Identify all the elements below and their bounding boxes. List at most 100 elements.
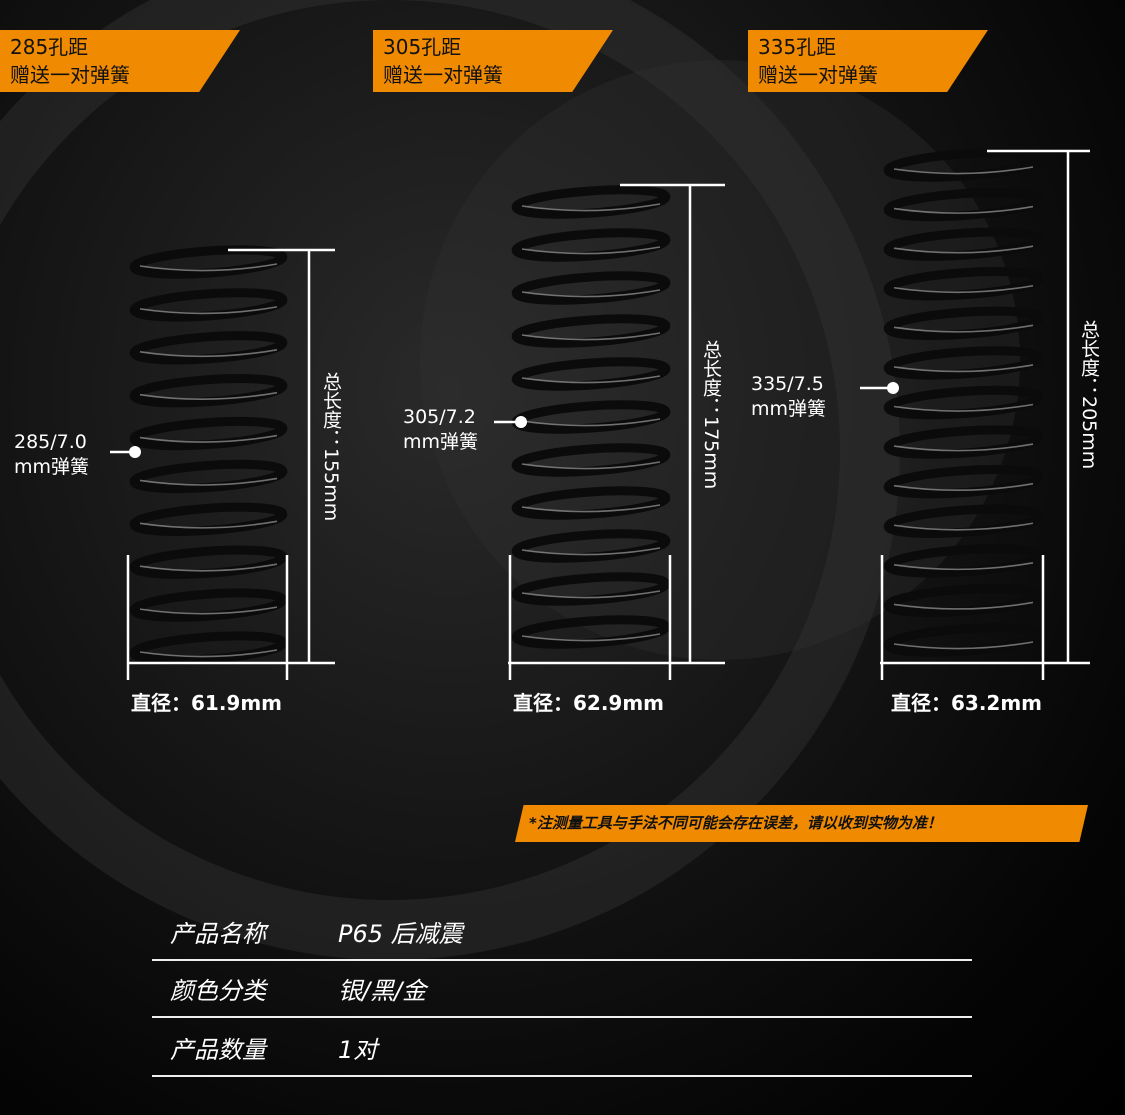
spring-coil	[883, 148, 1044, 182]
spring-coil	[511, 400, 671, 434]
spec-label: 产品名称	[170, 920, 266, 948]
spring-coil-highlight	[521, 418, 661, 427]
spring-coil-highlight	[139, 348, 278, 358]
spec-value: P65 后减震	[338, 920, 463, 948]
spec-row: 产品名称 P65 后减震	[152, 902, 972, 961]
spring-coil	[129, 416, 288, 451]
banner-title: 285孔距	[10, 35, 89, 59]
spring-coil	[883, 504, 1044, 538]
spring-coil-highlight	[139, 306, 278, 315]
spring-coil	[129, 331, 288, 365]
spec-value: 银/黑/金	[338, 977, 427, 1005]
spring-coil	[511, 357, 671, 391]
spring-coil-highlight	[893, 601, 1034, 610]
spring-coil-highlight	[139, 263, 278, 272]
spring-spec-label-285: 285/7.0 mm弹簧	[14, 430, 89, 480]
spring-coil	[129, 459, 288, 494]
spring-coil-highlight	[893, 403, 1034, 412]
spring-coil-highlight	[139, 520, 278, 529]
spring-coil-highlight	[893, 443, 1034, 452]
spec-row: 颜色分类 银/黑/金	[152, 959, 972, 1018]
spec-row: 产品数量 1对	[152, 1018, 972, 1077]
spring-spec-label-305: 305/7.2 mm弹簧	[403, 405, 478, 455]
spring-coil-highlight	[521, 289, 661, 298]
spec-line: 335/7.5	[751, 373, 824, 395]
spring-coil-highlight	[893, 482, 1034, 491]
spec-label: 产品数量	[170, 1036, 266, 1064]
spec-value: 1对	[338, 1036, 378, 1064]
spring-coil-highlight	[893, 562, 1034, 571]
spring-coil-highlight	[893, 641, 1034, 650]
total-length-label: 总长度：175mm	[700, 340, 722, 490]
spring-coil-highlight	[893, 364, 1034, 373]
spring-coil	[883, 583, 1044, 618]
spring-coil-highlight	[139, 391, 278, 400]
spec-label: 颜色分类	[170, 977, 266, 1005]
spring-coil	[129, 288, 288, 322]
spring-coil-highlight	[893, 166, 1034, 175]
spring-coil	[511, 271, 671, 305]
pointer-dot	[129, 446, 141, 458]
spring-coil	[129, 545, 288, 579]
spring-coil	[883, 187, 1044, 222]
banner-285: 285孔距 赠送一对弹簧	[0, 30, 240, 92]
spring-coil	[511, 185, 671, 219]
spring-coil	[883, 425, 1044, 459]
banner-335: 335孔距 赠送一对弹簧	[748, 30, 988, 92]
banner-title: 305孔距	[383, 35, 462, 59]
spring-coil-highlight	[139, 649, 278, 658]
spring-coil-highlight	[139, 477, 278, 486]
spring-coil-highlight	[521, 332, 661, 341]
spring-coil-highlight	[139, 434, 278, 443]
spring-coil	[883, 306, 1044, 341]
spring-coil	[883, 267, 1044, 301]
banner-title: 335孔距	[758, 35, 837, 59]
spring-coil	[883, 623, 1044, 657]
spring-coil-highlight	[893, 245, 1034, 254]
pointer-dot	[515, 416, 527, 428]
spring-coil-highlight	[893, 284, 1034, 294]
pointer-dot	[887, 382, 899, 394]
spec-line: 305/7.2	[403, 406, 476, 428]
spring-coil	[129, 374, 288, 408]
spring-coil-highlight	[521, 246, 661, 255]
spring-coil-highlight	[521, 203, 661, 212]
spring-coil-highlight	[893, 522, 1034, 531]
spring-coil-highlight	[893, 205, 1034, 214]
spring-coil-highlight	[521, 375, 661, 384]
spec-line: mm弹簧	[751, 398, 827, 420]
spring-coil	[511, 615, 671, 649]
spring-spec-label-335: 335/7.5 mm弹簧	[751, 372, 826, 422]
spring-coil	[511, 529, 671, 563]
spring-coil-highlight	[521, 633, 661, 642]
spring-coil	[511, 572, 671, 606]
spring-coil-highlight	[521, 547, 661, 556]
spring-coil	[129, 588, 288, 622]
spring-coil	[129, 502, 288, 536]
spring-coil	[883, 346, 1044, 380]
diameter-label: 直径：62.9mm	[513, 691, 665, 715]
total-length-label: 总长度：205mm	[1078, 320, 1100, 470]
spring-coil	[511, 314, 671, 348]
spec-line: 285/7.0	[14, 431, 87, 453]
spring-coil-highlight	[521, 504, 661, 513]
total-length-label: 总长度：155mm	[320, 372, 342, 522]
spring-coil	[883, 227, 1044, 261]
spring-coil-highlight	[521, 590, 661, 599]
spring-coil	[129, 631, 288, 665]
banner-305: 305孔距 赠送一对弹簧	[373, 30, 613, 92]
spring-coil-highlight	[893, 324, 1034, 333]
banner-subtitle: 赠送一对弹簧	[10, 63, 130, 87]
spec-line: mm弹簧	[403, 431, 479, 453]
banner-subtitle: 赠送一对弹簧	[383, 63, 503, 87]
spring-coil	[511, 443, 671, 477]
spring-coil-highlight	[139, 606, 278, 615]
spring-coil	[883, 385, 1044, 420]
measurement-notice: *注测量工具与手法不同可能会存在误差，请以收到实物为准！	[515, 805, 1088, 842]
spring-coil	[511, 228, 671, 262]
spring-coil	[129, 245, 288, 279]
spring-coil-highlight	[521, 461, 661, 470]
banner-subtitle: 赠送一对弹簧	[758, 63, 878, 87]
